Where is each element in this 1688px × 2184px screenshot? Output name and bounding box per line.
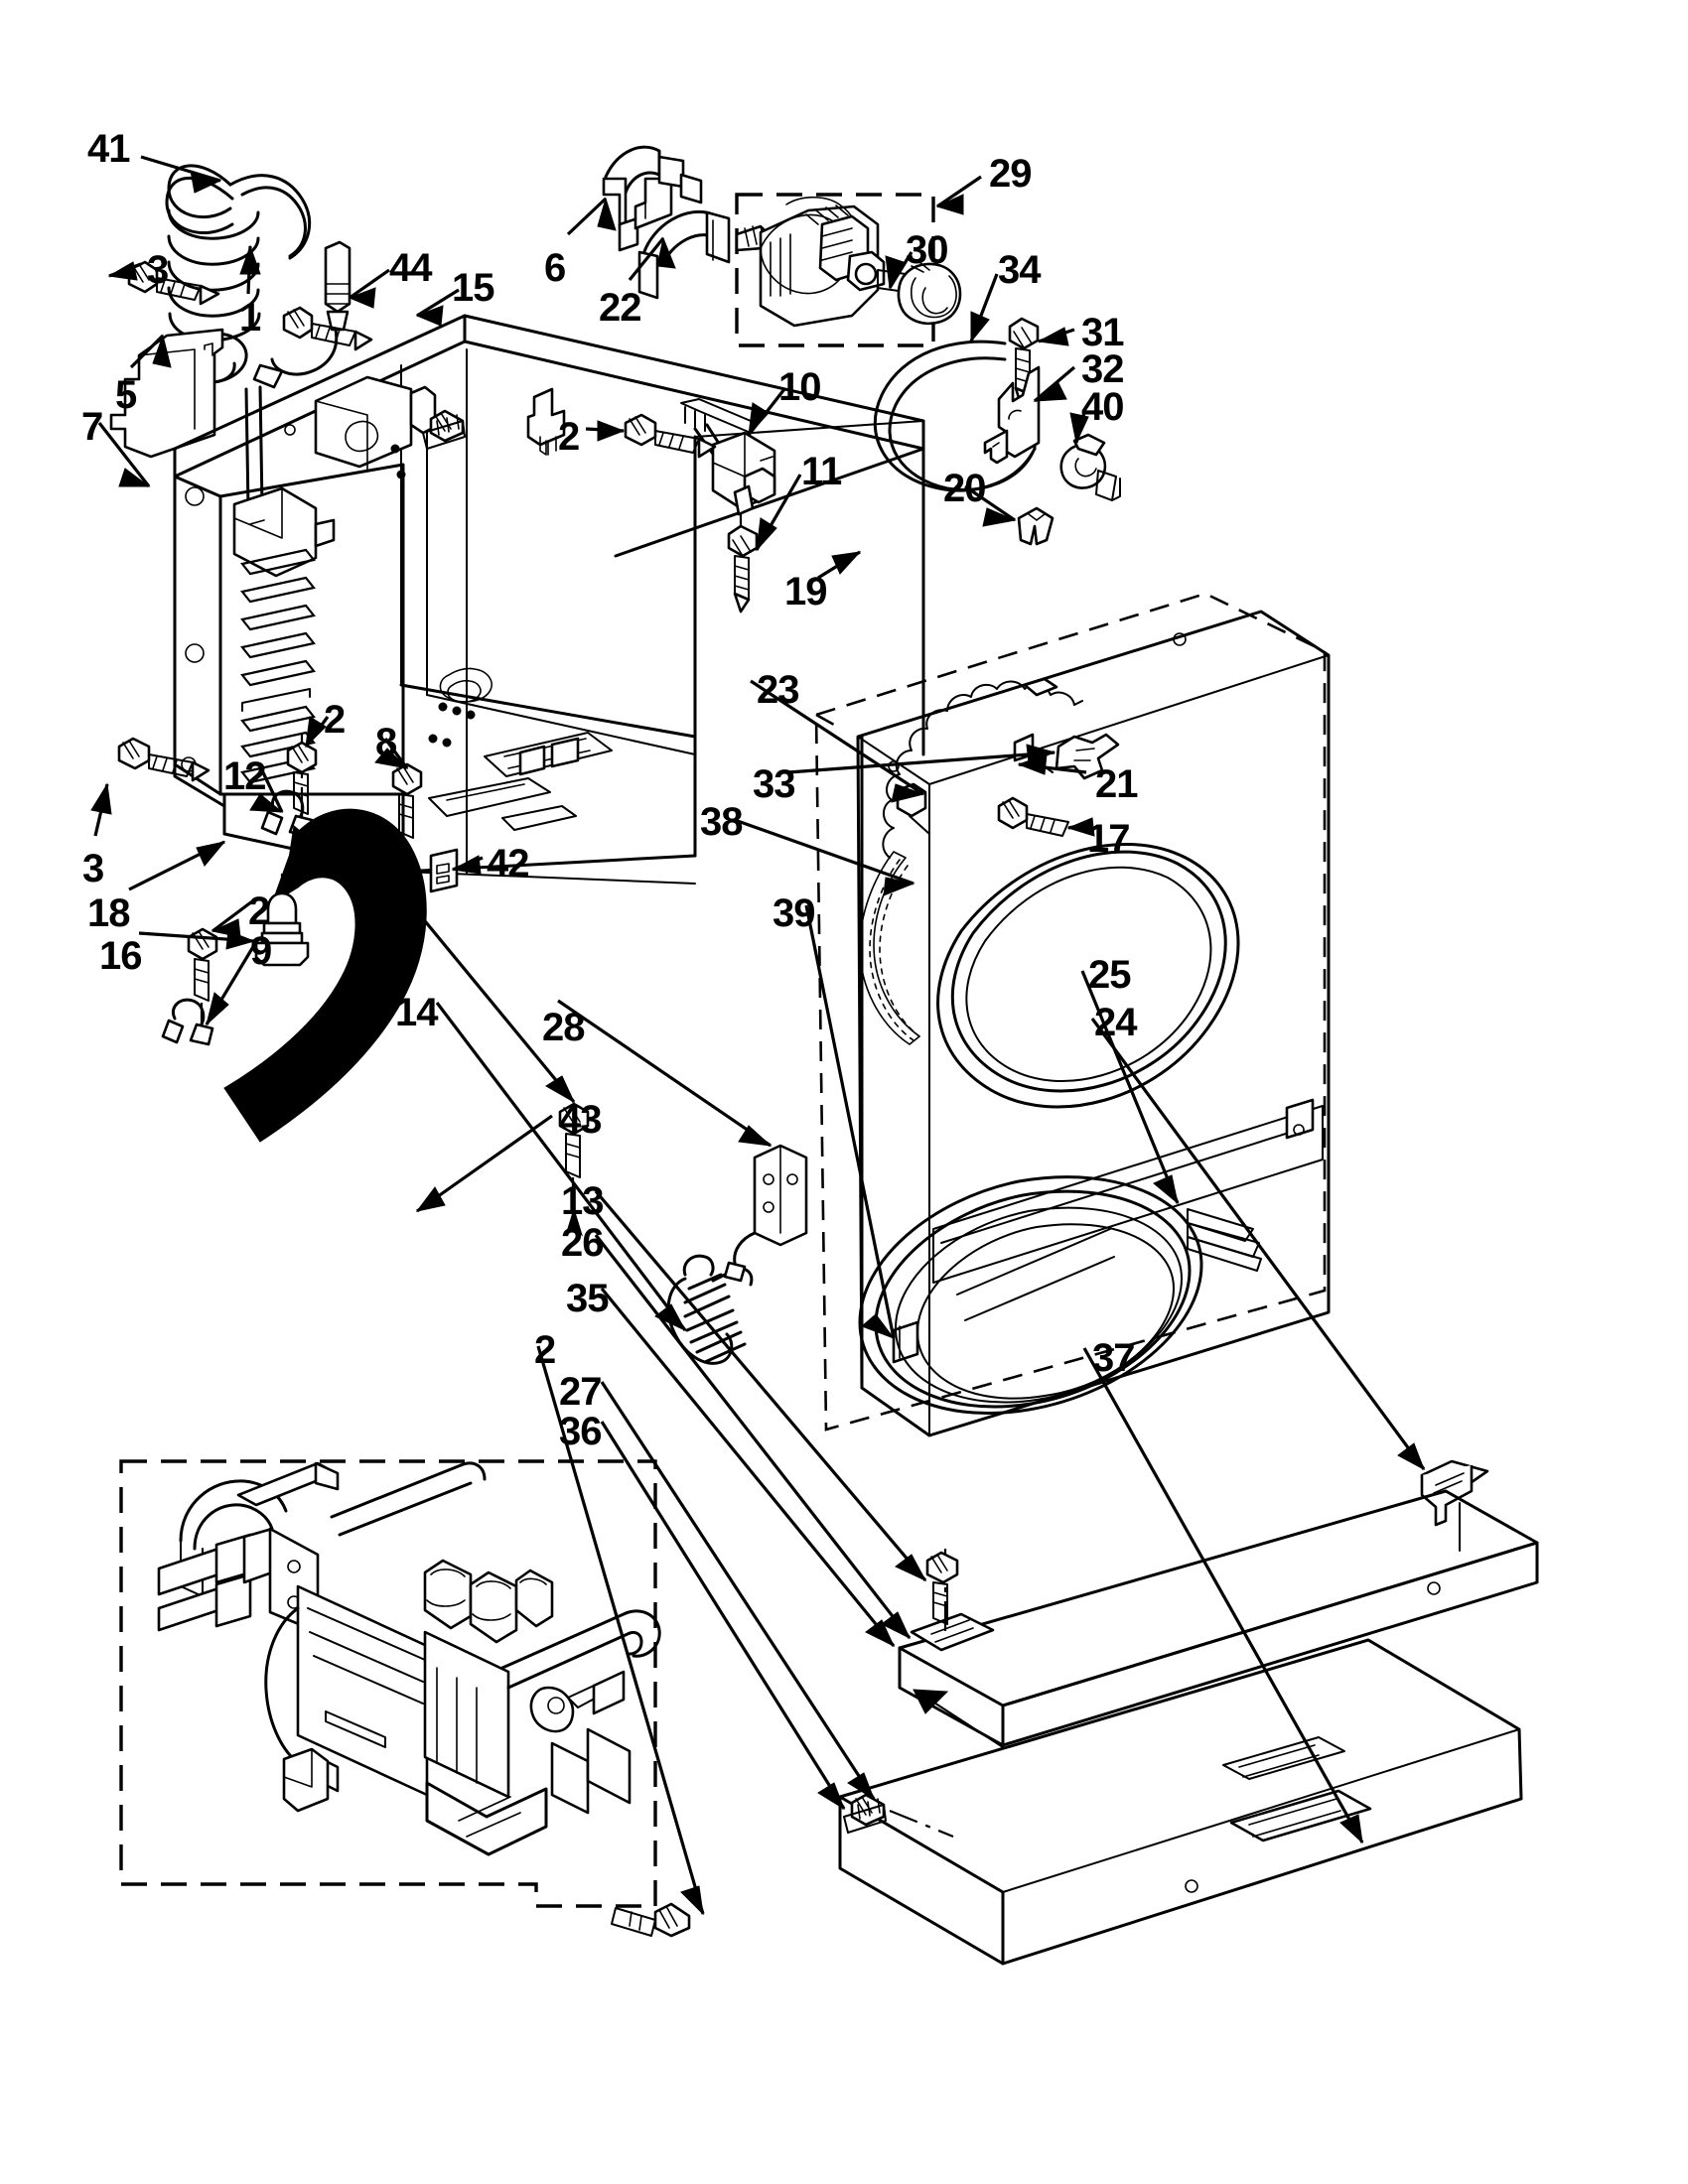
callout-catch-strike: 39 — [773, 891, 815, 935]
part-9-wire-clamp — [161, 998, 214, 1046]
callout-bracket: 26 — [561, 1221, 604, 1265]
callout-door-catch: 42 — [487, 842, 529, 886]
part-6-harness-bracket — [602, 145, 703, 252]
part-7-cabinet — [173, 314, 925, 893]
part-2-screw-top — [624, 413, 717, 459]
callout-wire-clip: 20 — [943, 467, 986, 510]
part-40-idler-pulley — [1059, 433, 1121, 501]
part-24-plug-button — [1420, 1459, 1489, 1552]
callout-drum-front-seal: 38 — [700, 800, 743, 844]
part-32-idler-bracket — [983, 365, 1041, 465]
callout-screw: 2 — [558, 415, 580, 459]
callout-front-panel-assembly: 19 — [784, 570, 827, 614]
part-36-toe-panel — [838, 1638, 1523, 1966]
callout-cabinet: 7 — [81, 405, 103, 449]
callout-wire-clamp: 12 — [223, 754, 266, 798]
part-11-screw — [727, 514, 759, 614]
callout-screw: 2 — [248, 889, 270, 933]
callout-toe-panel: 36 — [559, 1410, 602, 1453]
part-2-screw-bottom — [611, 1902, 691, 1938]
callout-front-panel: 21 — [1095, 762, 1138, 806]
callout-door-switch: 10 — [778, 365, 821, 409]
part-27-screw — [843, 1793, 954, 1839]
callout-door-seal-gasket: 25 — [1088, 953, 1131, 997]
callout-plug-button: 24 — [1094, 1001, 1137, 1044]
callout-screw: 44 — [389, 246, 432, 290]
callout-retainer-clip: 33 — [753, 762, 795, 806]
callout-cabinet-base: 18 — [87, 891, 130, 935]
part-3-screw-lower — [117, 737, 211, 782]
part-37-air-inlet-grille — [1222, 1736, 1372, 1843]
callout-screw: 13 — [561, 1179, 604, 1223]
callout-motor-pulley-blower: 30 — [906, 228, 948, 272]
callout-gas-burner-assembly: 43 — [559, 1098, 602, 1142]
callout-screw: 3 — [82, 847, 104, 890]
part-16-leveling-leg — [254, 874, 310, 967]
callout-idler-bracket: 32 — [1081, 347, 1124, 391]
part-19-front-panel-outline — [814, 592, 1327, 1432]
part-28-hinge-bracket — [723, 1144, 808, 1283]
callout-base-panel: 35 — [566, 1277, 609, 1320]
part-1-screw — [282, 306, 373, 351]
part-8-screw — [391, 762, 423, 874]
callout-strap-clamp: 22 — [599, 286, 641, 330]
part-22-strap-clamp — [637, 209, 731, 300]
callout-screw: 11 — [801, 450, 842, 493]
callout-screw: 4 — [397, 906, 419, 950]
callout-terminal-block-cover: 5 — [115, 373, 137, 417]
callout-clip: 23 — [757, 668, 799, 712]
part-26-bracket — [910, 1549, 995, 1652]
callout-screw: 2 — [534, 1328, 556, 1372]
callout-hinge-bracket: 28 — [542, 1006, 585, 1049]
part-41-power-cord — [164, 164, 336, 578]
callout-thermal-fuse: 1 — [239, 296, 261, 340]
part-21-front-panel — [856, 610, 1331, 1437]
part-13-screw — [925, 1551, 959, 1625]
part-29-motor-dashed-box — [735, 193, 935, 347]
part-25-door-seal-gasket — [858, 1175, 1262, 1415]
callout-drive-belt: 34 — [998, 248, 1041, 292]
callout-screw: 31 — [1081, 311, 1124, 354]
leader-lines — [90, 155, 1426, 1916]
part-17-screw — [997, 796, 1069, 837]
callout-idler-pulley: 40 — [1081, 385, 1124, 429]
callout-screw: 3 — [147, 248, 169, 292]
part-10-door-switch — [680, 398, 776, 516]
callout-screw: 17 — [1087, 817, 1130, 861]
part-35-base-panel — [898, 1489, 1539, 1748]
part-30-blower-pulley — [897, 261, 962, 326]
callout-screw: 27 — [559, 1370, 602, 1414]
callout-wire-harness-bracket: 6 — [544, 246, 566, 290]
callout-wire-clamp: 9 — [250, 929, 272, 973]
callout-screw: 2 — [324, 698, 346, 742]
part-15-clip-bracket — [526, 387, 566, 456]
part-43-gas-burner-assembly — [157, 1461, 661, 1856]
part-1-thermal-fuse — [252, 240, 352, 389]
part-44-screw — [422, 409, 466, 450]
part-20-wire-clip — [1017, 506, 1055, 546]
part-4-screw — [558, 1102, 590, 1237]
callout-door-spring: 14 — [395, 991, 438, 1034]
callout-screw: 8 — [375, 721, 397, 764]
callout-air-inlet-grille: 37 — [1092, 1336, 1135, 1380]
callout-power-cord-coiled: 41 — [87, 127, 130, 171]
part-2-screw-mid-left — [286, 741, 318, 815]
callout-leveling-leg: 16 — [99, 934, 142, 978]
part-30-motor-assembly — [735, 196, 907, 328]
callout-drive-motor-assembly: 29 — [989, 152, 1032, 196]
part-3-screw-upper — [127, 260, 220, 306]
exhaust-duct-hose — [223, 808, 427, 1143]
callout-clip-bracket: 15 — [452, 266, 494, 310]
